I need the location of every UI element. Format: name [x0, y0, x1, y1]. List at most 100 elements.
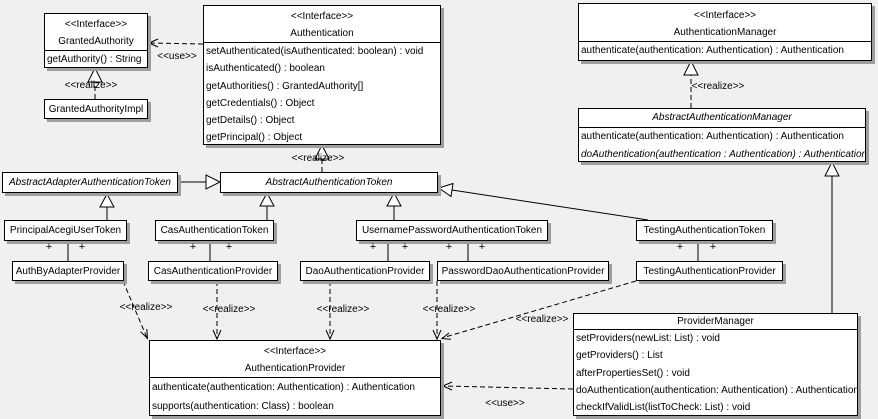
- association-end-label: +: [401, 241, 409, 253]
- generalization-abstractadapter-to-abstracttoken: [178, 174, 222, 190]
- class-header: <<Interface>> AuthenticationProvider: [150, 341, 440, 378]
- class-provider-manager[interactable]: ProviderManager setProviders(newList: Li…: [573, 313, 858, 416]
- class-operation: getPrincipal() : Object: [206, 132, 303, 144]
- class-password-dao-authentication-provider[interactable]: PasswordDaoAuthenticationProvider: [437, 261, 609, 281]
- class-name: AuthenticationManager: [673, 27, 777, 38]
- generalization-providermanager-to-abstractmanager: [824, 160, 840, 313]
- class-operation: afterPropertiesSet() : void: [576, 367, 690, 379]
- class-testing-authentication-token[interactable]: TestingAuthenticationToken: [636, 220, 773, 241]
- edge-label-realize: <<realize>>: [202, 304, 256, 315]
- class-header: <<Interface>> GrantedAuthority: [45, 14, 147, 51]
- class-operation: checkIfValidList(listToCheck: List) : vo…: [576, 402, 751, 414]
- realize-casprovider-to-authenticationprovider: [212, 281, 222, 341]
- edge-label-realize: <<realize>>: [119, 302, 173, 313]
- edge-label-realize: <<realize>>: [691, 81, 745, 92]
- class-name: TestingAuthenticationToken: [643, 225, 766, 236]
- class-name: AuthenticationProvider: [244, 363, 346, 374]
- class-operation: isAuthenticated() : boolean: [206, 63, 325, 75]
- class-granted-authority[interactable]: <<Interface>> GrantedAuthority getAuthor…: [44, 13, 148, 68]
- realize-passworddaoprovider-to-authenticationprovider: [432, 281, 442, 341]
- association-end-label: +: [445, 241, 453, 253]
- association-end-label: +: [676, 241, 684, 253]
- association-end-label: +: [45, 241, 53, 253]
- realize-abstracttoken-to-authentication: [314, 143, 330, 172]
- class-authentication[interactable]: <<Interface>> Authentication setAuthenti…: [203, 5, 441, 145]
- edge-label-realize: <<realize>>: [422, 304, 476, 315]
- class-operation: authenticate(authentication: Authenticat…: [581, 131, 844, 142]
- class-header: AbstractAuthenticationManager: [579, 109, 865, 128]
- class-stereotype: <<Interface>>: [290, 11, 354, 22]
- class-operation: authenticate(authentication: Authenticat…: [581, 45, 844, 56]
- edge-label-realize: <<realize>>: [515, 314, 569, 325]
- association-end-label: +: [78, 241, 86, 253]
- class-operation: doAuthentication(authentication: Authent…: [576, 384, 857, 396]
- use-authentication-to-grantedauthority: [147, 38, 204, 48]
- class-granted-authority-impl[interactable]: GrantedAuthorityImpl: [44, 99, 148, 119]
- association-lines: [67, 241, 699, 261]
- class-name: TestingAuthenticationProvider: [643, 266, 776, 277]
- class-name: GrantedAuthorityImpl: [48, 104, 144, 115]
- class-header: <<Interface>> AuthenticationManager: [579, 4, 871, 42]
- class-operation: getDetails() : Object: [206, 115, 295, 127]
- class-abstract-authentication-manager[interactable]: AbstractAuthenticationManager authentica…: [578, 108, 866, 162]
- class-operation: getCredentials() : Object: [206, 97, 315, 109]
- class-cas-authentication-token[interactable]: CasAuthenticationToken: [155, 220, 274, 241]
- class-header: <<Interface>> Authentication: [204, 6, 440, 43]
- edge-label-use: <<use>>: [485, 398, 525, 409]
- class-stereotype: <<Interface>>: [64, 19, 128, 30]
- class-stereotype: <<Interface>>: [263, 346, 327, 357]
- class-abstract-authentication-token[interactable]: AbstractAuthenticationToken: [220, 172, 438, 193]
- class-authentication-provider[interactable]: <<Interface>> AuthenticationProvider aut…: [149, 340, 441, 416]
- edge-label-realize: <<realize>>: [64, 80, 118, 91]
- realize-grantedauthorityimpl-to-grantedauthority: [87, 66, 103, 99]
- class-name: AuthByAdapterProvider: [15, 266, 121, 277]
- realize-testingprovider-to-authenticationprovider: [440, 280, 637, 340]
- class-operation: doAuthentication(authentication : Authen…: [581, 148, 865, 160]
- association-end-label: +: [478, 241, 486, 253]
- generalization-principal-to-abstractadapter: [99, 192, 115, 220]
- association-end-label: +: [189, 241, 197, 253]
- association-end-label: +: [709, 241, 717, 253]
- association-end-label: +: [369, 241, 377, 253]
- association-end-label: +: [225, 241, 233, 253]
- class-operation: authenticate(authentication: Authenticat…: [152, 382, 415, 393]
- edge-label-use: <<use>>: [157, 51, 197, 62]
- class-cas-authentication-provider[interactable]: CasAuthenticationProvider: [148, 261, 278, 281]
- class-name: DaoAuthenticationProvider: [305, 266, 425, 277]
- realize-authbyadapter-to-authenticationprovider: [122, 280, 149, 340]
- class-operation: getAuthorities() : GrantedAuthority[]: [206, 80, 364, 92]
- generalization-usernamepassword-to-abstracttoken: [386, 191, 402, 220]
- class-principal-acegi-user-token[interactable]: PrincipalAcegiUserToken: [4, 220, 127, 241]
- class-operation: getProviders() : List: [576, 350, 663, 362]
- class-name: PasswordDaoAuthenticationProvider: [441, 266, 605, 277]
- class-operation: setAuthenticated(isAuthenticated: boolea…: [206, 46, 424, 57]
- generalization-cas-to-abstracttoken: [259, 191, 275, 220]
- class-dao-authentication-provider[interactable]: DaoAuthenticationProvider: [300, 261, 430, 281]
- class-auth-by-adapter-provider[interactable]: AuthByAdapterProvider: [12, 261, 124, 281]
- class-name: Authentication: [290, 28, 354, 39]
- class-name: CasAuthenticationToken: [160, 225, 269, 236]
- realize-daoprovider-to-authenticationprovider: [325, 281, 335, 341]
- class-name: UsernamePasswordAuthenticationToken: [361, 225, 543, 236]
- realize-abstractmanager-to-authenticationmanager: [683, 59, 699, 108]
- class-testing-authentication-provider[interactable]: TestingAuthenticationProvider: [636, 261, 783, 281]
- class-username-password-authentication-token[interactable]: UsernamePasswordAuthenticationToken: [356, 220, 548, 241]
- generalization-testingtoken-to-abstracttoken: [437, 182, 649, 221]
- use-providermanager-to-authenticationprovider: [441, 381, 574, 391]
- class-name: GrantedAuthority: [58, 36, 134, 47]
- class-name: AbstractAdapterAuthenticationToken: [9, 177, 171, 188]
- class-name: AbstractAuthenticationToken: [265, 177, 393, 188]
- class-authentication-manager[interactable]: <<Interface>> AuthenticationManager auth…: [578, 3, 872, 61]
- class-name: ProviderManager: [677, 316, 754, 327]
- class-operations: setAuthenticated(isAuthenticated: boolea…: [204, 43, 440, 144]
- edge-label-realize: <<realize>>: [316, 304, 370, 315]
- class-name: PrincipalAcegiUserToken: [9, 225, 122, 236]
- class-operation: supports(authentication: Class) : boolea…: [152, 401, 334, 412]
- class-operation: getAuthority() : String: [47, 54, 142, 65]
- class-abstract-adapter-authentication-token[interactable]: AbstractAdapterAuthenticationToken: [2, 172, 178, 193]
- class-stereotype: <<Interface>>: [693, 10, 757, 21]
- edge-label-realize: <<realize>>: [291, 153, 345, 164]
- class-name: CasAuthenticationProvider: [153, 266, 273, 277]
